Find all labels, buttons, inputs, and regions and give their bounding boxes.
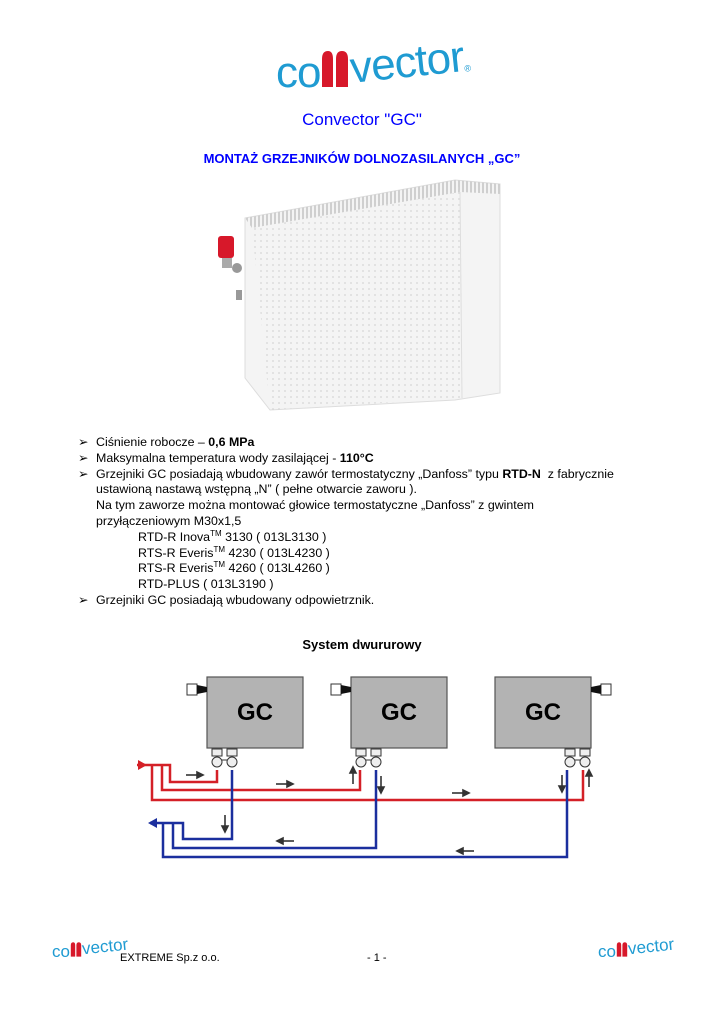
- radiator-box: [206, 676, 304, 749]
- radiator-label: GC: [525, 699, 561, 726]
- specification-list: ➢Ciśnienie robocze – 0,6 MPa ➢Maksymalna…: [78, 435, 614, 609]
- radiator-photo: [218, 179, 501, 411]
- return-outlet-arrow: [148, 818, 157, 828]
- radiator-box: [494, 676, 592, 749]
- list-item: ➢Grzejniki GC posiadają wbudowany odpowi…: [78, 592, 375, 607]
- valve-model: RTD-R InovaTM 3130 ( 013L3130 ): [138, 528, 327, 544]
- valve-model: RTS-R EverisTM 4230 ( 013L4230 ): [138, 544, 330, 560]
- diagram-title: System dwururowy: [302, 637, 422, 652]
- valve-icon: [579, 748, 591, 757]
- list-item: ➢Maksymalna temperatura wody zasilającej…: [78, 450, 374, 465]
- valve-model: RTD-PLUS ( 013L3190 ): [138, 577, 274, 592]
- section-heading: MONTAŻ GRZEJNIKÓW DOLNOZASILANYCH „GC”: [203, 151, 521, 166]
- flow-arrows: [186, 765, 594, 856]
- valve-model: RTS-R EverisTM 4260 ( 013L4260 ): [138, 560, 330, 576]
- supply-pipes: [137, 763, 585, 802]
- footer-company: EXTREME Sp.z o.o.: [120, 952, 220, 964]
- valve-icon: [564, 748, 576, 757]
- page-number: - 1 -: [367, 952, 387, 964]
- radiator-label: GC: [381, 699, 417, 726]
- list-item: ➢Ciśnienie robocze – 0,6 MPa: [78, 435, 255, 449]
- valve-icon: [355, 748, 367, 757]
- valve-icon: [211, 748, 223, 757]
- thermostat-head-icon: [600, 683, 612, 696]
- return-pipes: [150, 770, 569, 859]
- thermostat-head-icon: [330, 683, 342, 696]
- page-title: Convector "GC": [302, 110, 422, 129]
- radiator-label: GC: [237, 699, 273, 726]
- radiator-box: [350, 676, 448, 749]
- thermostat-head-icon: [186, 683, 198, 696]
- list-item: ➢Grzejniki GC posiadają wbudowany zawór …: [78, 466, 614, 528]
- supply-inlet-arrow: [138, 760, 147, 770]
- valve-icon: [226, 748, 238, 757]
- valve-icon: [370, 748, 382, 757]
